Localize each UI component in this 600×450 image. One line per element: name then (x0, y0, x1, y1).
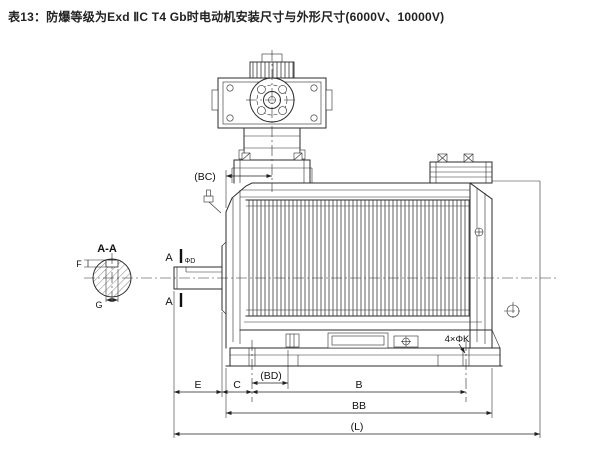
section-mark-a-top: A (165, 252, 173, 264)
motor-frame (239, 182, 493, 349)
section-mark-a-bottom: A (165, 296, 173, 308)
dimensions: (BC) (BD) E C B (173, 170, 540, 438)
dim-bc-label: (BC) (194, 171, 216, 183)
dim-f-label: F (76, 259, 82, 269)
dim-bb-label: BB (352, 400, 366, 412)
dimension-b: B (252, 379, 466, 395)
dim-c-label: C (233, 379, 241, 391)
dim-g-label: G (95, 300, 102, 310)
dimension-bb: BB (226, 400, 492, 416)
dim-l-label: (L) (351, 421, 364, 433)
left-end-shield (203, 182, 253, 349)
dimension-bc: (BC) (194, 170, 272, 208)
cooling-fins (246, 200, 470, 316)
terminal-box (211, 53, 333, 184)
centerlines (84, 50, 556, 402)
ground-terminal-icon (285, 333, 300, 348)
phantom-extent (492, 180, 541, 438)
lifting-hole-icon (504, 302, 522, 320)
dimension-l: (L) (174, 421, 540, 437)
underside-fittings (285, 332, 419, 349)
dimension-k: 4×ΦK (445, 334, 470, 354)
dimension-e: E (174, 379, 222, 395)
nameplate (327, 332, 389, 349)
section-view-label: A-A (97, 243, 117, 255)
dim-e-label: E (194, 379, 201, 391)
aux-terminal-box (429, 153, 493, 184)
corner-bolt-icons (226, 84, 318, 122)
foot-hole-front (248, 348, 256, 366)
aux-box-bolt-icons (437, 153, 474, 163)
dimension-c: C (222, 379, 252, 395)
grease-fitting-icon (203, 189, 222, 214)
dim-bd-label: (BD) (260, 370, 282, 382)
right-end-shield (469, 182, 493, 349)
dim-b-label: B (355, 379, 362, 391)
dimension-bd: (BD) (252, 370, 288, 386)
dim-k-label: 4×ΦK (445, 334, 470, 345)
shaft: ΦD A A (165, 249, 223, 308)
shaft-diameter-label: ΦD (185, 258, 196, 265)
page-title: 表13：防爆等级为Exd ⅡC T4 Gb时电动机安装尺寸与外形尺寸(6000V… (8, 10, 445, 24)
section-view-aa: A-A F G (76, 243, 132, 310)
